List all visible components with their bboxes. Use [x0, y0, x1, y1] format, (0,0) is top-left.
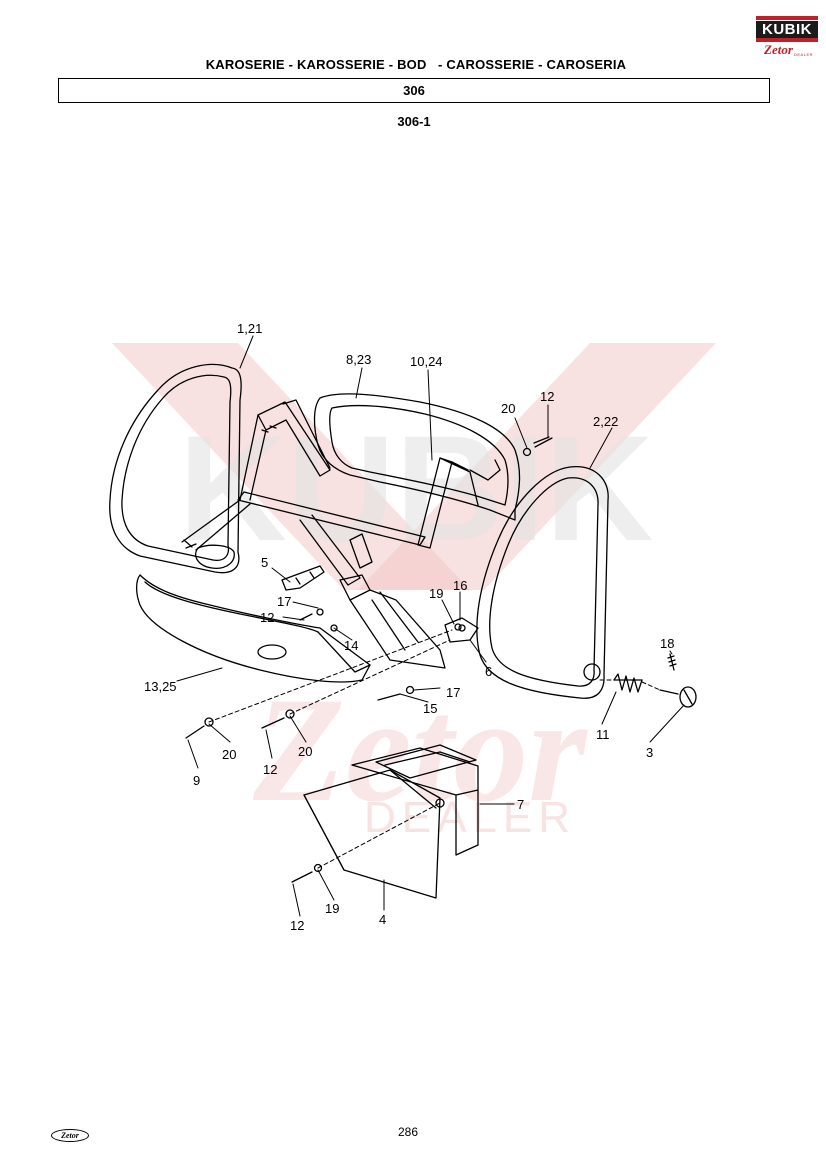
callout-19: 19 — [325, 901, 339, 916]
logo-dealer: DEALER — [794, 52, 814, 57]
callout-13-25: 13,25 — [144, 679, 177, 694]
fasteners — [185, 436, 553, 883]
callout-20: 20 — [298, 744, 312, 759]
spring-11 — [613, 673, 643, 693]
lower-front-panel — [135, 574, 371, 683]
watermark-stripe — [112, 343, 470, 590]
bracket-5 — [281, 565, 325, 591]
callout-12: 12 — [263, 762, 277, 777]
support-frame — [181, 399, 501, 669]
callout-16: 16 — [453, 578, 467, 593]
callout-17: 17 — [446, 685, 460, 700]
callout-20: 20 — [501, 401, 515, 416]
leader-lines — [176, 335, 685, 917]
logo-brand: Zetor — [764, 42, 793, 57]
callouts: 1,21 8,23 10,24 20 12 2,22 5 17 12 14 19… — [144, 321, 674, 933]
callout-1-21: 1,21 — [237, 321, 262, 336]
kubik-zetor-logo: KUBIK Zetor DEALER — [756, 16, 818, 58]
callout-20: 20 — [222, 747, 236, 762]
watermark-word: KUBIK — [179, 404, 654, 572]
page-number: 286 — [397, 1125, 419, 1139]
callout-6: 6 — [485, 664, 492, 679]
watermark-dealer: DEALER — [364, 793, 576, 842]
callout-5: 5 — [261, 555, 268, 570]
section-box: 306 — [58, 78, 770, 103]
watermark-stripe — [358, 343, 716, 590]
callout-15: 15 — [423, 701, 437, 716]
assembly-lines — [208, 629, 661, 869]
callout-18: 18 — [660, 636, 674, 651]
watermark: KUBIK Zetor DEALER — [112, 343, 716, 842]
section-number: 306 — [403, 83, 425, 98]
knob-bolt-3 — [659, 686, 697, 708]
callout-2-22: 2,22 — [593, 414, 618, 429]
footer-zetor-logo: Zetor — [51, 1129, 89, 1142]
bracket-6 — [444, 617, 479, 643]
callout-12: 12 — [260, 610, 274, 625]
logo-bar — [756, 38, 818, 42]
step-7 — [351, 744, 479, 856]
callout-19: 19 — [429, 586, 443, 601]
callout-3: 3 — [646, 745, 653, 760]
callout-10-24: 10,24 — [410, 354, 443, 369]
callout-17: 17 — [277, 594, 291, 609]
callout-7: 7 — [517, 797, 524, 812]
left-fender-panel — [109, 363, 242, 574]
subsection-number: 306-1 — [397, 114, 431, 129]
callout-9: 9 — [193, 773, 200, 788]
logo-bar — [756, 16, 818, 20]
callout-4: 4 — [379, 912, 386, 927]
right-side-panel — [476, 466, 609, 699]
callout-14: 14 — [344, 638, 358, 653]
callout-8-23: 8,23 — [346, 352, 371, 367]
callout-12: 12 — [540, 389, 554, 404]
callout-12: 12 — [290, 918, 304, 933]
page-title: KAROSERIE - KAROSSERIE - BOD - CAROSSERI… — [205, 57, 627, 72]
callout-11: 11 — [596, 727, 610, 742]
screw-18 — [667, 653, 677, 671]
logo-word: KUBIK — [756, 21, 818, 38]
